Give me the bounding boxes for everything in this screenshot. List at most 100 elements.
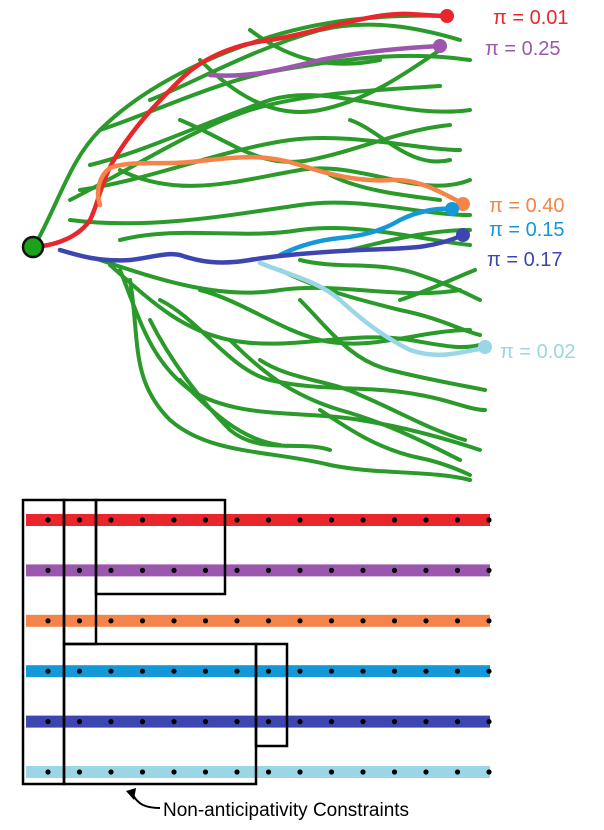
tree-branch [178,378,282,447]
tree-branch [258,358,467,442]
stage-dot [171,769,177,775]
scenario-timelines [26,514,490,778]
stage-dot [108,769,114,775]
timeline-bar-lightblue [26,766,490,778]
stage-dot [171,517,177,523]
stage-dot [423,769,429,775]
tree-branch [298,258,482,302]
probability-label-cyan: π = 0.15 [489,219,565,241]
stage-dot [328,769,335,775]
stage-dot [391,567,398,574]
timeline-bar-blue [26,715,490,728]
caption-text: Non-anticipativity Constraints [163,800,409,821]
stage-dot [486,719,492,725]
stage-dot [139,618,146,624]
stage-dot [265,668,272,674]
tree-branch [118,268,482,452]
stage-dot [360,517,366,523]
stage-dot [454,769,461,775]
stage-dot [171,668,177,674]
probability-label-orange: π = 0.40 [489,195,565,217]
timeline-bar-cyan [26,665,490,678]
stage-dot [328,618,335,624]
stage-dot [234,668,240,674]
stage-dot [391,618,398,624]
tree-branch [198,288,472,346]
stage-dot [202,769,209,775]
stage-dot [76,567,83,574]
stage-dot [234,618,240,624]
stage-dot [423,719,429,725]
stage-dot [423,517,429,523]
scenario-path-blue [57,232,466,265]
scenario-path-red [31,11,449,250]
caption-arrowhead [126,788,136,800]
stage-dot [423,567,429,574]
stage-dot [328,517,335,523]
tree-branch [348,228,472,252]
stage-dot [76,668,83,674]
endpoint-dot-cyan [445,202,459,216]
tree-branch [108,263,482,350]
scenario-path-lightblue [257,260,488,358]
stage-dot [360,719,366,725]
tree-branch [328,173,442,202]
stage-dot [265,567,272,574]
stage-dot [423,668,429,674]
scenario-endpoints [433,9,492,354]
stage-dot [297,618,303,624]
stage-dot [202,567,209,574]
stage-dot [234,769,240,775]
tree-branch [298,298,487,392]
probability-label-purple: π = 0.25 [485,38,561,60]
stage-dot [45,517,51,523]
stage-dot [108,668,114,674]
timeline-stage-dots [45,517,492,775]
tree-branch [98,258,462,296]
stage-dot [108,517,114,523]
scenario-paths [31,11,488,358]
scenario-path-orange [95,154,465,208]
stage-dot [328,719,335,725]
constraint-box-red-purple [94,498,227,596]
stage-dot [265,618,272,624]
stage-dot [486,618,492,624]
stage-dot [45,668,51,674]
stage-dot [45,719,51,725]
scenario-path-cyan [277,206,455,258]
stage-dot [234,567,240,574]
stage-dot [360,668,366,674]
tree-branch [398,268,477,302]
caption-arrow [132,794,161,809]
stage-dot [328,567,335,574]
tree-branch [118,226,472,247]
tree-branch [318,408,472,477]
stage-dot [139,567,146,574]
endpoint-dot-blue [456,228,470,242]
stage-dot [391,517,398,523]
tree-branch [68,200,472,226]
root-node [21,235,45,259]
tree-branch [158,298,487,412]
stage-dot [454,668,461,674]
stage-dot [234,517,240,523]
stage-dot [486,769,492,775]
tree-branch [88,93,472,167]
stage-dot [454,618,461,624]
stage-dot [76,719,83,725]
stage-dot [265,769,272,775]
stage-dot [297,719,303,725]
constraint-box-stage1 [21,498,66,786]
tree-branch [198,48,442,114]
stage-dot [328,668,335,674]
tree-branch [178,118,452,164]
stage-dot [108,618,114,624]
stage-dot [139,769,146,775]
stage-dot [171,567,177,574]
stage-dot [454,719,461,725]
tree-branch [78,136,462,192]
stage-dot [76,618,83,624]
timeline-bar-red [26,514,490,526]
stage-dot [234,719,240,725]
stage-dot [391,719,398,725]
